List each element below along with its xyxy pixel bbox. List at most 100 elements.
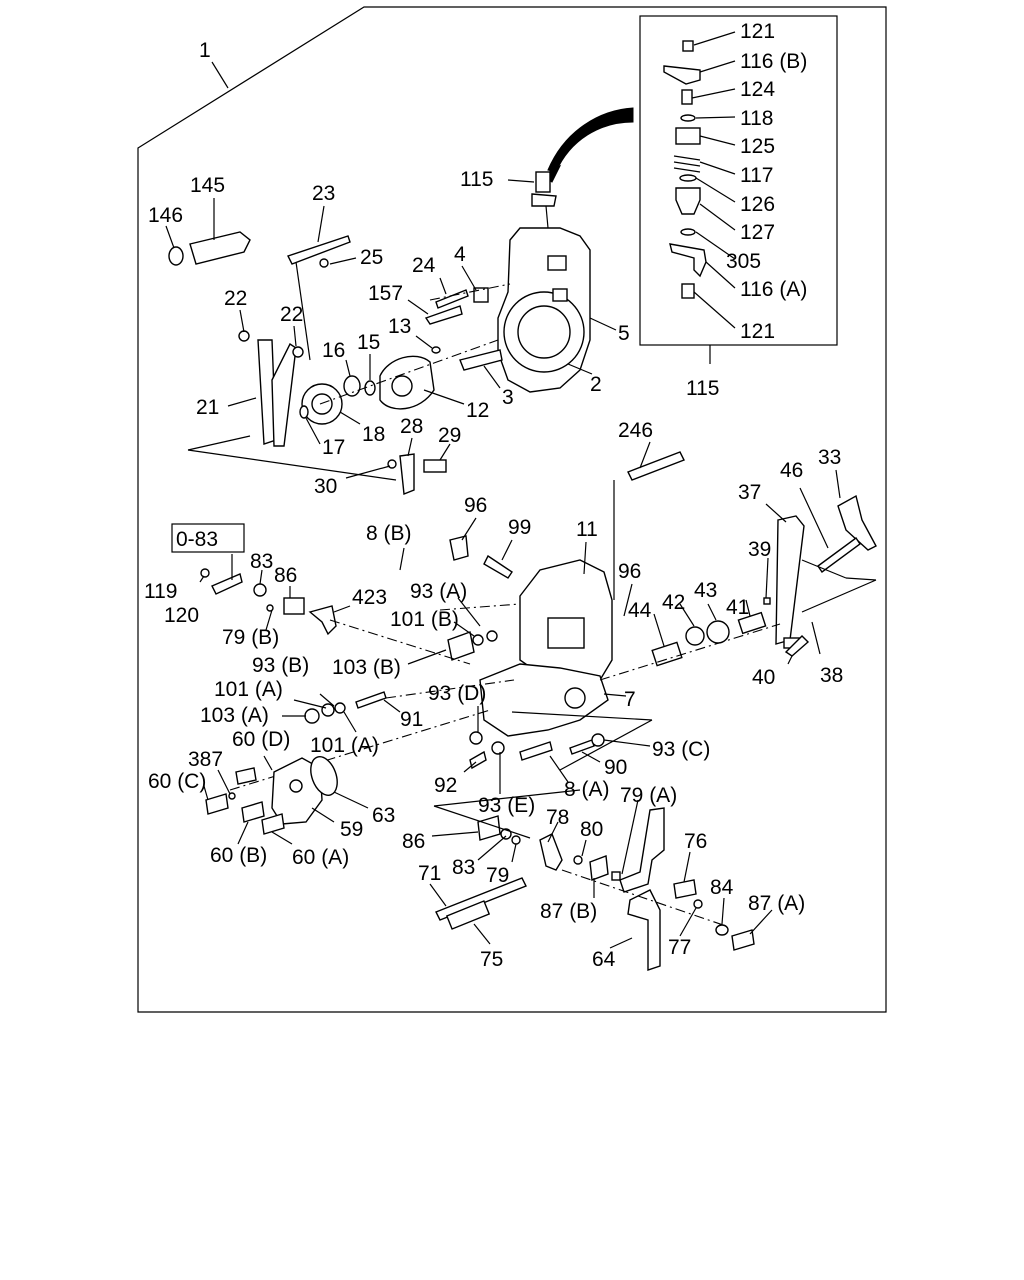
- svg-text:4: 4: [454, 243, 466, 266]
- svg-text:41: 41: [726, 596, 749, 619]
- svg-text:2: 2: [590, 373, 602, 396]
- svg-text:71: 71: [418, 862, 441, 885]
- svg-text:83: 83: [250, 550, 273, 573]
- svg-text:24: 24: [412, 254, 436, 277]
- svg-text:78: 78: [546, 806, 569, 829]
- governor-group-lines: [187, 261, 511, 481]
- svg-text:91: 91: [400, 708, 423, 731]
- svg-text:18: 18: [362, 423, 385, 446]
- svg-text:40: 40: [752, 666, 775, 689]
- svg-text:115: 115: [460, 168, 493, 191]
- svg-text:60 (D): 60 (D): [232, 728, 290, 751]
- svg-text:44: 44: [628, 599, 652, 622]
- svg-text:93 (B): 93 (B): [252, 654, 309, 677]
- callout-labels: 115 145 146 23 25 24 4 157 5 22 22 13 16…: [144, 168, 843, 971]
- svg-text:103 (B): 103 (B): [332, 656, 401, 679]
- svg-text:84: 84: [710, 876, 734, 899]
- svg-text:75: 75: [480, 948, 503, 971]
- svg-text:79 (A): 79 (A): [620, 784, 677, 807]
- reference-box: [171, 523, 245, 553]
- svg-text:87 (B): 87 (B): [540, 900, 597, 923]
- svg-text:119: 119: [144, 580, 177, 603]
- svg-text:157: 157: [368, 282, 403, 305]
- svg-text:8 (B): 8 (B): [366, 522, 412, 545]
- svg-text:305: 305: [726, 250, 761, 273]
- svg-text:39: 39: [748, 538, 771, 561]
- inset-parts-stack: [663, 40, 707, 299]
- svg-text:46: 46: [780, 459, 803, 482]
- svg-text:42: 42: [662, 591, 685, 614]
- svg-text:16: 16: [322, 339, 345, 362]
- svg-text:99: 99: [508, 516, 531, 539]
- governor-housing-group: [168, 171, 591, 495]
- svg-text:146: 146: [148, 204, 183, 227]
- svg-text:5: 5: [618, 322, 630, 345]
- svg-text:83: 83: [452, 856, 475, 879]
- svg-text:59: 59: [340, 818, 363, 841]
- svg-text:121: 121: [740, 20, 775, 43]
- svg-text:22: 22: [280, 303, 303, 326]
- lower-lever-group: [205, 756, 755, 971]
- svg-text:121: 121: [740, 320, 775, 343]
- svg-text:87 (A): 87 (A): [748, 892, 805, 915]
- svg-text:93 (D): 93 (D): [428, 682, 486, 705]
- svg-text:246: 246: [618, 419, 653, 442]
- svg-text:93 (E): 93 (E): [478, 794, 535, 817]
- svg-text:103 (A): 103 (A): [200, 704, 269, 727]
- svg-text:0-83: 0-83: [176, 528, 218, 551]
- svg-text:96: 96: [618, 560, 641, 583]
- inset-arrow: [547, 107, 634, 173]
- svg-text:118: 118: [740, 107, 773, 130]
- svg-text:86: 86: [274, 564, 297, 587]
- svg-text:3: 3: [502, 386, 514, 409]
- svg-text:126: 126: [740, 193, 775, 216]
- svg-text:28: 28: [400, 415, 423, 438]
- svg-text:30: 30: [314, 475, 337, 498]
- inset-frame: [639, 15, 838, 346]
- callout-leaders: [165, 179, 841, 949]
- svg-text:60 (C): 60 (C): [148, 770, 206, 793]
- svg-text:77: 77: [668, 936, 691, 959]
- assembly-label: 1: [199, 39, 211, 62]
- svg-text:43: 43: [694, 579, 717, 602]
- svg-text:25: 25: [360, 246, 383, 269]
- svg-text:116 (A): 116 (A): [740, 278, 807, 301]
- svg-text:7: 7: [624, 688, 636, 711]
- inset-label: 115: [686, 377, 719, 400]
- svg-text:76: 76: [684, 830, 707, 853]
- svg-text:37: 37: [738, 481, 761, 504]
- svg-text:21: 21: [196, 396, 219, 419]
- svg-text:127: 127: [740, 221, 775, 244]
- svg-text:101 (A): 101 (A): [214, 678, 283, 701]
- inset-leader-lines: [691, 31, 736, 329]
- svg-text:22: 22: [224, 287, 247, 310]
- svg-text:60 (A): 60 (A): [292, 846, 349, 869]
- svg-text:12: 12: [466, 399, 489, 422]
- pump-body-group: [200, 451, 877, 770]
- svg-text:17: 17: [322, 436, 345, 459]
- svg-text:101 (A): 101 (A): [310, 734, 379, 757]
- svg-text:11: 11: [576, 518, 598, 541]
- svg-text:23: 23: [312, 182, 335, 205]
- svg-text:64: 64: [592, 948, 616, 971]
- svg-text:13: 13: [388, 315, 411, 338]
- svg-text:124: 124: [740, 78, 775, 101]
- assembly-frame: [137, 6, 887, 1013]
- svg-text:60 (B): 60 (B): [210, 844, 267, 867]
- svg-text:8 (A): 8 (A): [564, 778, 610, 801]
- svg-text:145: 145: [190, 174, 225, 197]
- svg-text:117: 117: [740, 164, 773, 187]
- svg-text:63: 63: [372, 804, 395, 827]
- svg-text:79: 79: [486, 864, 509, 887]
- svg-text:423: 423: [352, 586, 387, 609]
- svg-text:38: 38: [820, 664, 843, 687]
- svg-text:93 (A): 93 (A): [410, 580, 467, 603]
- svg-text:80: 80: [580, 818, 603, 841]
- svg-text:125: 125: [740, 135, 775, 158]
- svg-text:79 (B): 79 (B): [222, 626, 279, 649]
- svg-text:101 (B): 101 (B): [390, 608, 459, 631]
- svg-text:92: 92: [434, 774, 457, 797]
- svg-text:116 (B): 116 (B): [740, 50, 807, 73]
- svg-text:33: 33: [818, 446, 841, 469]
- svg-text:15: 15: [357, 331, 380, 354]
